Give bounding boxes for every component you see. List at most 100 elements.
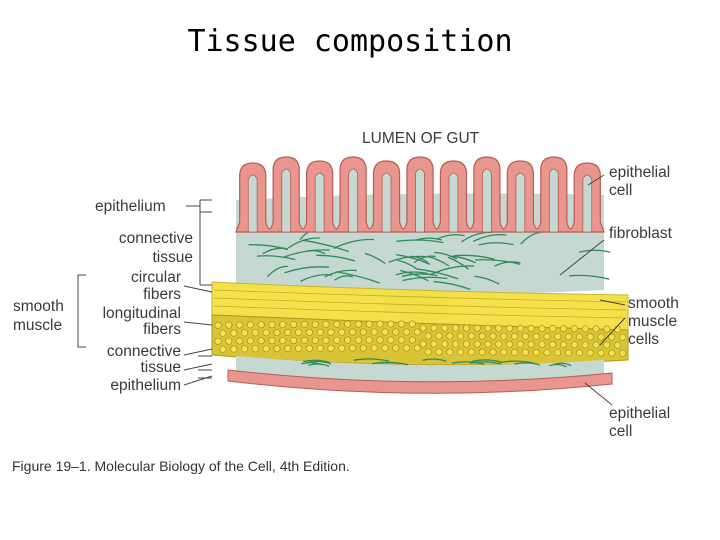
muscle-cell-dot	[246, 337, 254, 345]
muscle-cell-dot	[268, 321, 276, 329]
fiber-stroke	[335, 271, 380, 284]
muscle-cell-dot	[251, 345, 259, 353]
muscle-cell-dot	[565, 349, 573, 357]
muscle-cell-dot	[370, 344, 378, 352]
muscle-cell-dot	[392, 328, 400, 336]
epithelium-bottom	[227, 369, 613, 394]
muscle-cell-dot	[279, 337, 287, 345]
muscle-cell-dot	[614, 325, 622, 333]
muscle-cell-dot	[284, 345, 292, 353]
muscle-cell-dot	[597, 333, 605, 341]
muscle-cell-dot	[419, 324, 427, 332]
muscle-cell-dot	[441, 324, 449, 332]
smooth-muscle-cell-dots	[214, 320, 627, 357]
muscle-cell-dot	[457, 332, 465, 340]
muscle-cell-dot	[230, 345, 238, 353]
muscle-cell-dot	[495, 324, 503, 332]
label-connective-top-1: connective	[119, 230, 193, 247]
muscle-cell-dot	[500, 348, 508, 356]
muscle-cell-dot	[614, 341, 622, 349]
fiber-stroke-lower	[514, 362, 541, 366]
fiber-stroke	[447, 256, 470, 270]
fiber-stroke	[474, 259, 521, 265]
label-epithelial-cell-bottom-1: epithelial	[609, 405, 670, 422]
muscle-cell-dot	[413, 328, 421, 336]
label-epithelium-bottom: epithelium	[110, 377, 181, 394]
fiber-stroke	[334, 275, 354, 281]
muscle-cell-dot	[305, 328, 313, 336]
label-epithelial-cell-bottom-2: cell	[609, 423, 632, 440]
muscle-cell-dot	[262, 345, 270, 353]
lumen-label: LUMEN OF GUT	[362, 130, 480, 147]
muscle-cell-dot	[290, 320, 298, 328]
muscle-cell-dot	[408, 320, 416, 328]
fibroblast-fibers	[248, 227, 611, 368]
muscle-cell-dot	[581, 325, 589, 333]
muscle-cell-dot	[521, 332, 529, 340]
muscle-cell-dot	[398, 336, 406, 344]
fiber-stroke	[396, 239, 444, 244]
left-leader-lines	[77, 199, 213, 386]
muscle-cell-dot	[478, 348, 486, 356]
fiber-stroke	[416, 268, 459, 280]
fiber-stroke	[474, 275, 500, 285]
muscle-cell-dot	[370, 328, 378, 336]
muscle-cell-dot	[365, 320, 373, 328]
fiber-stroke	[430, 265, 475, 276]
fiber-stroke	[433, 280, 471, 291]
muscle-cell-dot	[403, 328, 411, 336]
fiber-stroke	[395, 253, 431, 265]
fiber-stroke	[287, 237, 320, 249]
muscle-cell-dot	[473, 340, 481, 348]
label-smooth-muscle-1: smooth	[13, 298, 64, 315]
muscle-cell-dot	[521, 348, 529, 356]
muscle-cell-dot	[554, 349, 562, 357]
fiber-stroke	[395, 271, 428, 276]
muscle-cell-dot	[359, 328, 367, 336]
fiber-stroke	[397, 259, 419, 270]
muscle-cell-dot	[424, 332, 432, 340]
label-circular-1: circular	[131, 269, 181, 286]
muscle-cell-dot	[527, 340, 535, 348]
muscle-cell-dot	[359, 344, 367, 352]
muscle-cell-dot	[413, 344, 421, 352]
fiber-stroke-lower	[372, 361, 409, 366]
fiber-stroke-lower	[553, 362, 572, 367]
muscle-cell-dot	[290, 336, 298, 344]
muscle-cell-dot	[354, 320, 362, 328]
muscle-cell-dot	[495, 340, 503, 348]
fiber-stroke-lower	[353, 358, 389, 362]
muscle-cell-dot	[457, 348, 465, 356]
muscle-cell-dot	[575, 333, 583, 341]
fiber-stroke-lower	[500, 360, 535, 365]
muscle-cell-dot	[586, 349, 594, 357]
fiber-stroke	[409, 255, 429, 263]
muscle-cell-dot	[452, 324, 460, 332]
muscle-cell-dot	[506, 340, 514, 348]
circular-fibers-lines	[213, 289, 627, 319]
muscle-cell-dot	[597, 349, 605, 357]
muscle-cell-dot	[419, 340, 427, 348]
muscle-cell-dot	[381, 344, 389, 352]
muscle-cell-dot	[311, 336, 319, 344]
figure-caption: Figure 19–1. Molecular Biology of the Ce…	[12, 458, 350, 474]
muscle-cell-dot	[484, 340, 492, 348]
muscle-cell-dot	[333, 336, 341, 344]
muscle-cell-dot	[225, 337, 233, 345]
muscle-cell-dot	[381, 328, 389, 336]
villi-epithelium	[235, 156, 605, 233]
muscle-cell-dot	[403, 344, 411, 352]
muscle-cell-dot	[473, 324, 481, 332]
muscle-cell-dot	[619, 333, 627, 341]
muscle-cell-dot	[575, 349, 583, 357]
fiber-stroke	[256, 255, 296, 261]
muscle-cell-dot	[295, 328, 303, 336]
muscle-cell-dot	[327, 344, 335, 352]
muscle-cell-dot	[424, 348, 432, 356]
muscle-cell-dot	[273, 345, 281, 353]
label-smooth-muscle-2: muscle	[13, 317, 62, 334]
muscle-cell-dot	[398, 320, 406, 328]
label-epithelium-top: epithelium	[95, 198, 166, 215]
muscle-cell-dot	[489, 348, 497, 356]
fiber-stroke-lower	[303, 359, 330, 364]
